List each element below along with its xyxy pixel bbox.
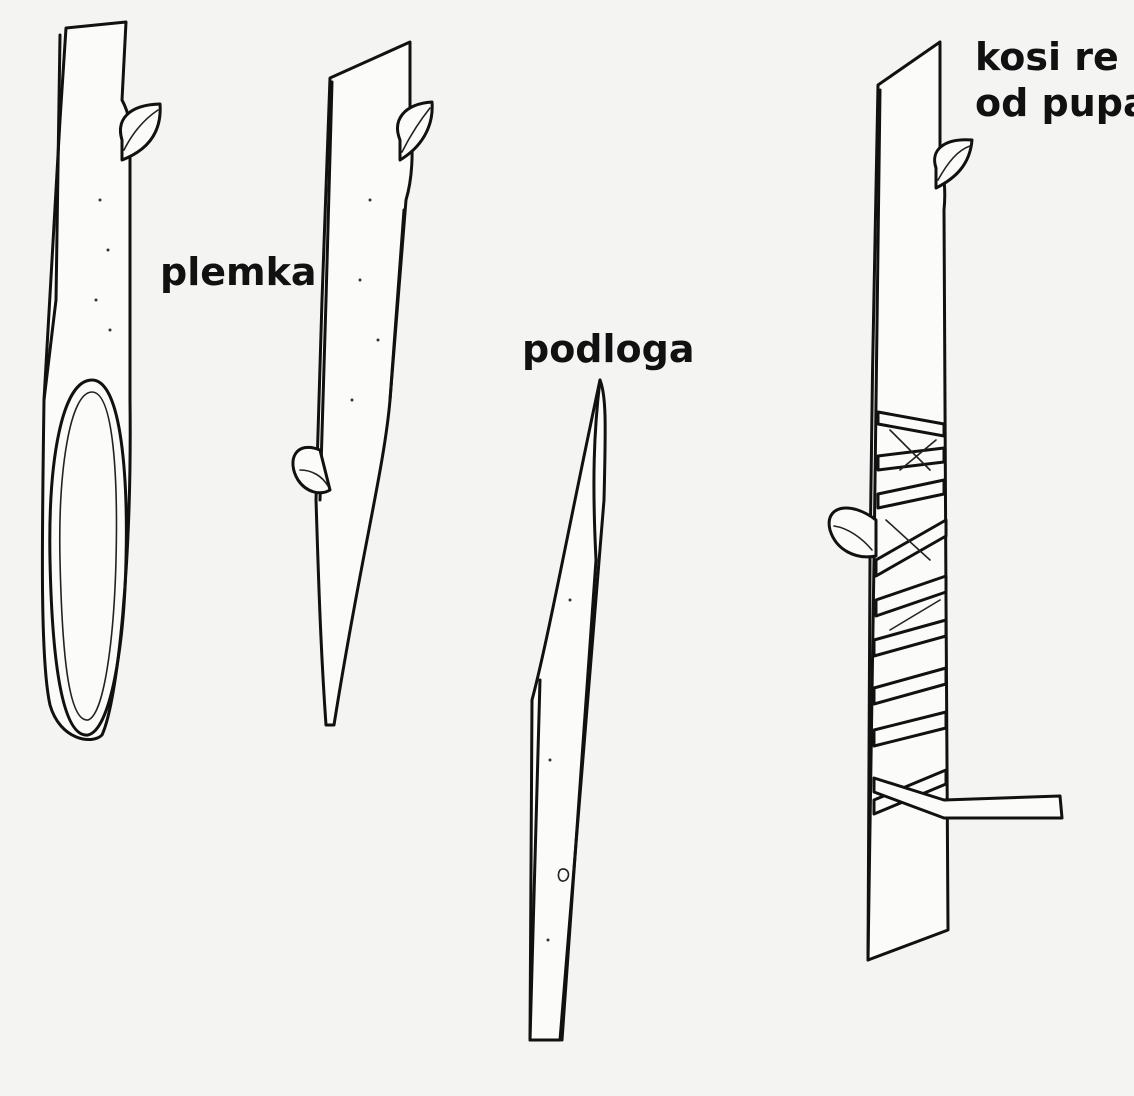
- bud-icon: [829, 508, 876, 557]
- bud-icon: [935, 140, 972, 188]
- wrapped-graft: [829, 42, 1062, 960]
- label-scion: plemka: [160, 250, 317, 294]
- scion-side-view: [293, 42, 432, 725]
- label-rootstock: podloga: [522, 327, 694, 371]
- label-oblique-cut-line1: kosi re: [975, 35, 1119, 79]
- rootstock-stick: [530, 380, 605, 1040]
- label-oblique-cut-line2: od pupa: [975, 81, 1134, 125]
- scion-cut-face-view: [42, 22, 160, 740]
